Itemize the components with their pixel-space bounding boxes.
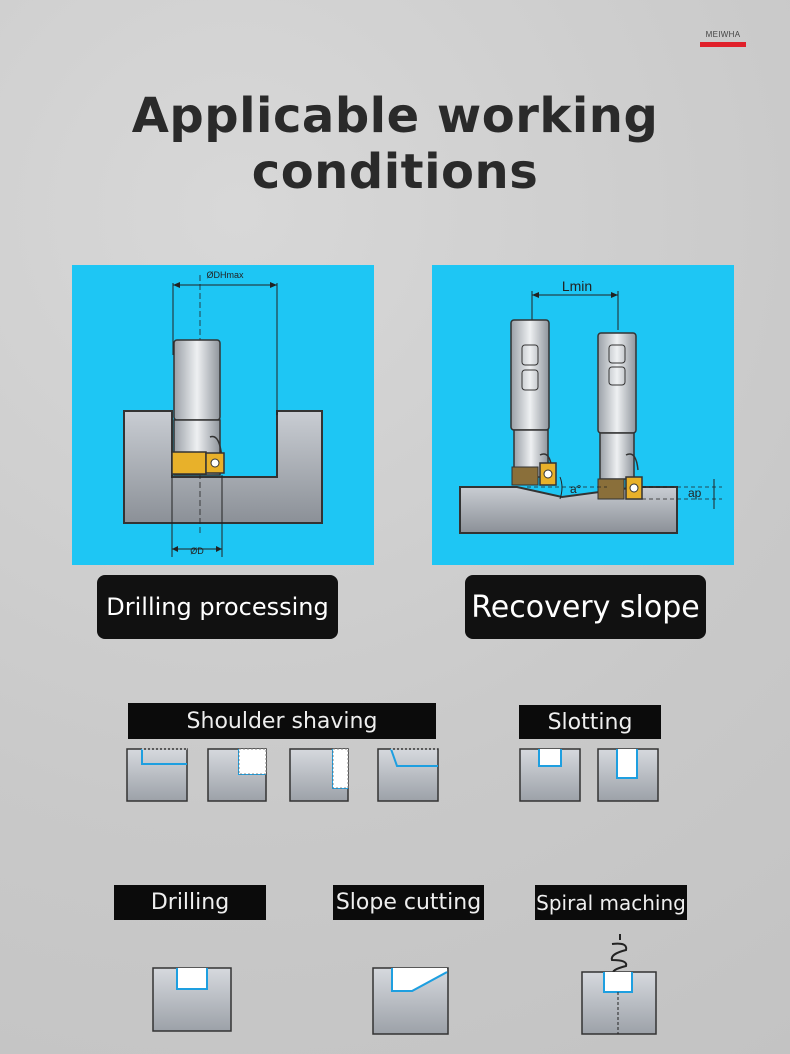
drilling-tag: Drilling [114, 885, 266, 920]
dim-d-label: ØD [190, 546, 204, 556]
shoulder-icon-2 [207, 748, 267, 802]
tool-right-shank [597, 332, 637, 434]
shoulder-icon-3 [289, 748, 349, 802]
page-title: Applicable working conditions [131, 88, 659, 200]
workpiece-shape [459, 486, 678, 534]
drilling-op-icon [152, 967, 232, 1032]
ap-label: ap [688, 486, 702, 500]
slope-cutting-tag: Slope cutting [333, 885, 484, 920]
insert-shape [171, 451, 207, 475]
recovery-slope-text: Recovery slope [471, 589, 700, 625]
recovery-slope-diagram-panel: Lmin a° ap [432, 265, 734, 565]
drilling-diagram-panel: ØDHmax ØD [72, 265, 374, 565]
dim-dhmax-label: ØDHmax [206, 270, 244, 280]
spiral-path-icon [610, 934, 628, 975]
slotting-icon-2 [597, 748, 659, 802]
drilling-diagram: ØDHmax ØD [123, 270, 323, 557]
tool-shank [173, 339, 221, 421]
shoulder-shaving-tag: Shoulder shaving [128, 703, 436, 739]
drilling-processing-label: Drilling processing [97, 575, 338, 639]
shoulder-icon-4 [377, 748, 439, 802]
tool-left-shank [510, 319, 550, 431]
brand-accent-bar [700, 42, 746, 47]
spiral-maching-icon [581, 934, 657, 1035]
dim-lmin-label: Lmin [562, 278, 592, 294]
slotting-tag: Slotting [519, 705, 661, 739]
drilling-processing-text: Drilling processing [106, 593, 329, 621]
recovery-slope-label: Recovery slope [465, 575, 706, 639]
brand-logo-text: MEIWHA [705, 30, 741, 39]
slotting-icon-1 [519, 748, 581, 802]
slope-cutting-icon [372, 967, 449, 1035]
spiral-maching-tag: Spiral maching [535, 885, 687, 920]
shoulder-icon-1 [126, 748, 188, 802]
angle-label: a° [570, 482, 582, 496]
recovery-slope-diagram: Lmin a° ap [459, 278, 722, 534]
